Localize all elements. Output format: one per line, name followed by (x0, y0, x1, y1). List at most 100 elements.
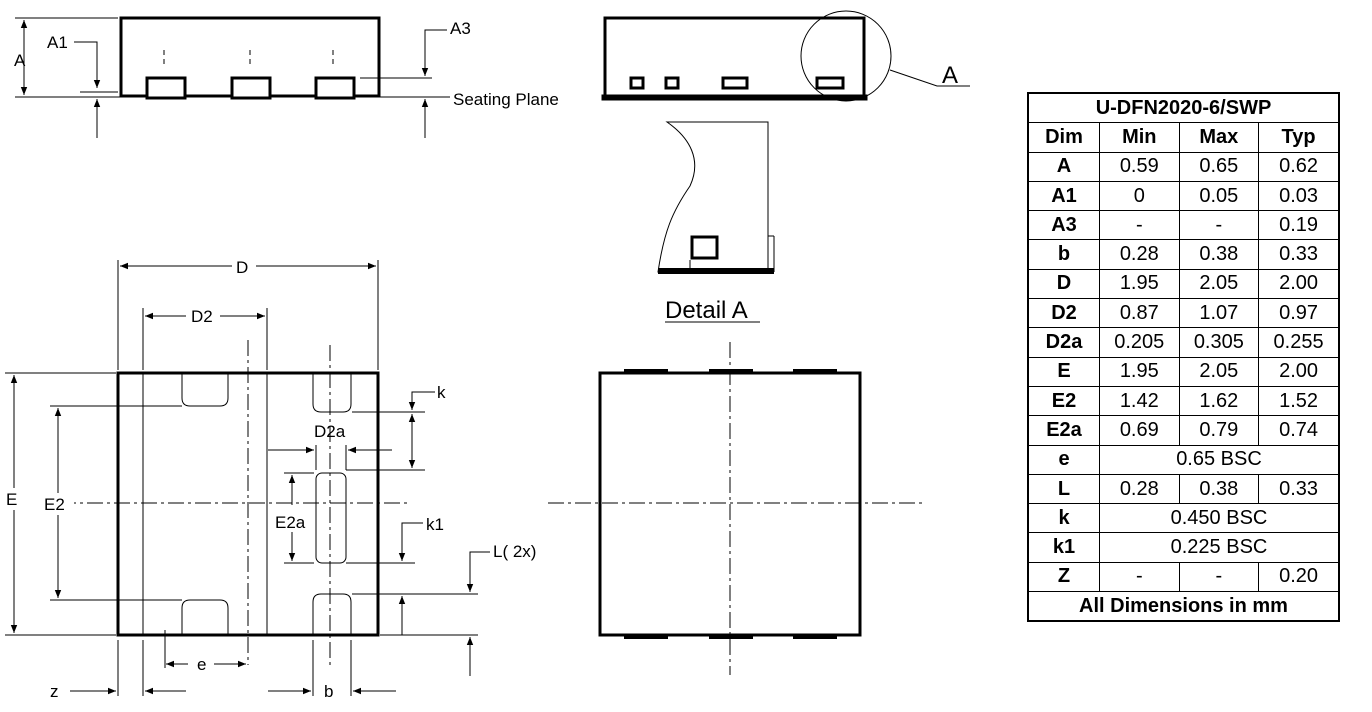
cell-span: 0.225 BSC (1099, 532, 1340, 563)
cell-typ: 0.33 (1258, 473, 1340, 505)
cell-dim: e (1027, 444, 1100, 475)
cell-dim: A1 (1027, 180, 1100, 212)
label-b: b (324, 682, 333, 701)
cell-dim: D (1027, 268, 1100, 300)
label-D2: D2 (191, 307, 213, 326)
cell-max: 0.65 (1178, 151, 1260, 182)
cell-typ: 2.00 (1258, 356, 1340, 387)
cell-dim: D2 (1027, 298, 1100, 329)
cell-typ: 0.255 (1258, 327, 1340, 358)
header-min: Min (1099, 122, 1180, 153)
cell-dim: A (1027, 151, 1100, 182)
cell-dim: E2a (1027, 415, 1100, 446)
cell-typ: 1.52 (1258, 385, 1340, 417)
cell-span: 0.65 BSC (1099, 444, 1340, 475)
cell-min: 0.28 (1099, 473, 1180, 505)
table-title: U-DFN2020-6/SWP (1027, 92, 1340, 124)
cell-dim: b (1027, 239, 1100, 270)
cell-max: 1.07 (1178, 298, 1260, 329)
bottom-view: D D2 E E2 k D2a E2a (3, 255, 536, 701)
detail-title: Detail A (665, 297, 748, 324)
label-detail-callout: A (942, 62, 958, 89)
cell-typ: 2.00 (1258, 268, 1340, 300)
cell-typ: 0.19 (1258, 210, 1340, 241)
cell-typ: 0.97 (1258, 298, 1340, 329)
cell-max: - (1178, 210, 1260, 241)
cell-min: 0.59 (1099, 151, 1180, 182)
header-dim: Dim (1027, 122, 1100, 153)
seating-plane-bar (601, 94, 868, 101)
label-k1: k1 (426, 515, 444, 534)
side-pad (145, 76, 187, 100)
header-max: Max (1178, 122, 1260, 153)
cell-min: 1.95 (1099, 356, 1180, 387)
side-view-detail: A (601, 10, 970, 102)
cell-typ: 0.33 (1258, 239, 1340, 270)
header-typ: Typ (1258, 122, 1340, 153)
label-e: e (197, 655, 206, 674)
pad-d2a (315, 472, 347, 564)
cell-dim: k (1027, 503, 1100, 534)
label-D2a: D2a (314, 422, 346, 441)
label-E2a: E2a (275, 513, 306, 532)
label-A1: A1 (47, 33, 68, 52)
table-footer: All Dimensions in mm (1027, 591, 1340, 622)
label-k: k (437, 383, 446, 402)
top-view (548, 342, 922, 675)
cell-dim: Z (1027, 561, 1100, 593)
cell-dim: E2 (1027, 385, 1100, 417)
side-pad (230, 76, 272, 100)
cell-max: 0.305 (1178, 327, 1260, 358)
cell-min: 0.69 (1099, 415, 1180, 446)
cell-span: 0.450 BSC (1099, 503, 1340, 534)
cell-max: 2.05 (1178, 356, 1260, 387)
label-seating-plane: Seating Plane (453, 90, 559, 109)
cell-min: - (1099, 561, 1180, 593)
cell-typ: 0.62 (1258, 151, 1340, 182)
label-z: z (50, 682, 59, 701)
cell-min: 0 (1099, 180, 1180, 212)
label-E2: E2 (44, 495, 65, 514)
label-A: A (14, 51, 26, 70)
cell-max: 2.05 (1178, 268, 1260, 300)
cell-dim: E (1027, 356, 1100, 387)
cell-min: - (1099, 210, 1180, 241)
cell-typ: 0.74 (1258, 415, 1340, 446)
cell-typ: 0.20 (1258, 561, 1340, 593)
cell-dim: L (1027, 473, 1100, 505)
cell-max: 0.79 (1178, 415, 1260, 446)
label-A3: A3 (450, 19, 471, 38)
table-row: Z--0.20 (1027, 561, 1340, 593)
cell-max: 0.38 (1178, 473, 1260, 505)
cell-min: 1.42 (1099, 385, 1180, 417)
label-D: D (236, 258, 248, 277)
cell-max: 1.62 (1178, 385, 1260, 417)
cell-typ: 0.03 (1258, 180, 1340, 212)
label-L: L( 2x) (493, 542, 536, 561)
cell-min: 0.28 (1099, 239, 1180, 270)
cell-dim: k1 (1027, 532, 1100, 563)
exposed-pad (142, 372, 268, 636)
cell-min: 0.87 (1099, 298, 1180, 329)
cell-min: 1.95 (1099, 268, 1180, 300)
cell-dim: D2a (1027, 327, 1100, 358)
detail-a: Detail A (657, 121, 775, 324)
table-row: A3--0.19 (1027, 210, 1340, 241)
cell-max: - (1178, 561, 1260, 593)
